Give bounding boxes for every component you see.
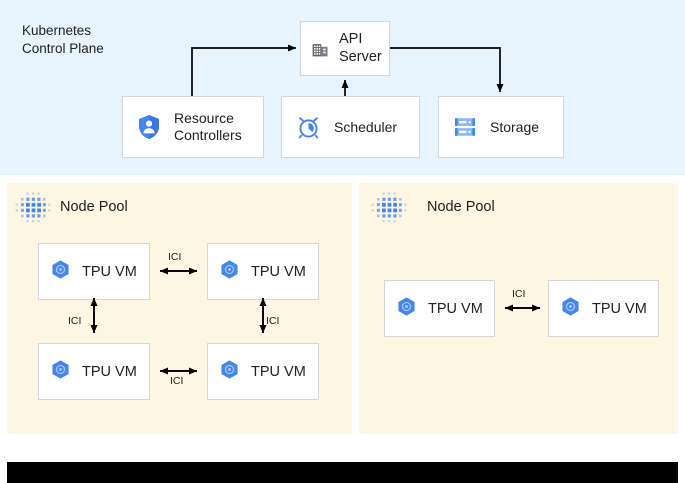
tpu-hexagon-icon [50, 259, 71, 285]
control-plane-title: Kubernetes Control Plane [22, 23, 104, 57]
shield-user-icon [137, 114, 161, 140]
tpu-hexagon-icon [219, 259, 240, 285]
server-rack-icon [453, 115, 477, 139]
ici-label: ICI [168, 251, 182, 263]
tpu-vm-box[interactable]: TPU VM [38, 243, 150, 300]
alarm-clock-icon [296, 115, 321, 140]
dot-grid-icon [371, 192, 407, 223]
tpu-hexagon-icon [396, 296, 417, 322]
node-pool-left-title: Node Pool [60, 199, 128, 215]
tpu-vm-label: TPU VM [82, 363, 137, 380]
scheduler-box[interactable]: Scheduler [281, 96, 420, 158]
tpu-vm-label: TPU VM [251, 263, 306, 280]
tpu-vm-label: TPU VM [82, 263, 137, 280]
tpu-hexagon-icon [219, 359, 240, 385]
building-icon [310, 38, 331, 59]
tpu-vm-label: TPU VM [428, 300, 483, 317]
tpu-vm-box[interactable]: TPU VM [38, 343, 150, 400]
resource-controllers-box[interactable]: Resource Controllers [122, 96, 264, 158]
tpu-vm-label: TPU VM [251, 363, 306, 380]
ici-label: ICI [170, 375, 184, 387]
tpu-vm-box[interactable]: TPU VM [207, 243, 319, 300]
scheduler-label: Scheduler [334, 118, 398, 135]
api-server-label: API Server [339, 31, 382, 65]
dot-grid-icon [15, 192, 51, 223]
tpu-vm-box[interactable]: TPU VM [548, 280, 659, 337]
storage-label: Storage [490, 118, 540, 135]
tpu-vm-box[interactable]: TPU VM [384, 280, 495, 337]
ici-label: ICI [512, 288, 526, 300]
api-server-box[interactable]: API Server [300, 21, 390, 76]
ici-label: ICI [68, 315, 82, 327]
tpu-hexagon-icon [560, 296, 581, 322]
storage-box[interactable]: Storage [438, 96, 564, 158]
tpu-vm-label: TPU VM [592, 300, 647, 317]
resource-controllers-label: Resource Controllers [174, 110, 242, 143]
footer-bar [7, 462, 678, 483]
tpu-hexagon-icon [50, 359, 71, 385]
tpu-vm-box[interactable]: TPU VM [207, 343, 319, 400]
node-pool-right-title: Node Pool [427, 199, 495, 215]
ici-label: ICI [266, 315, 280, 327]
